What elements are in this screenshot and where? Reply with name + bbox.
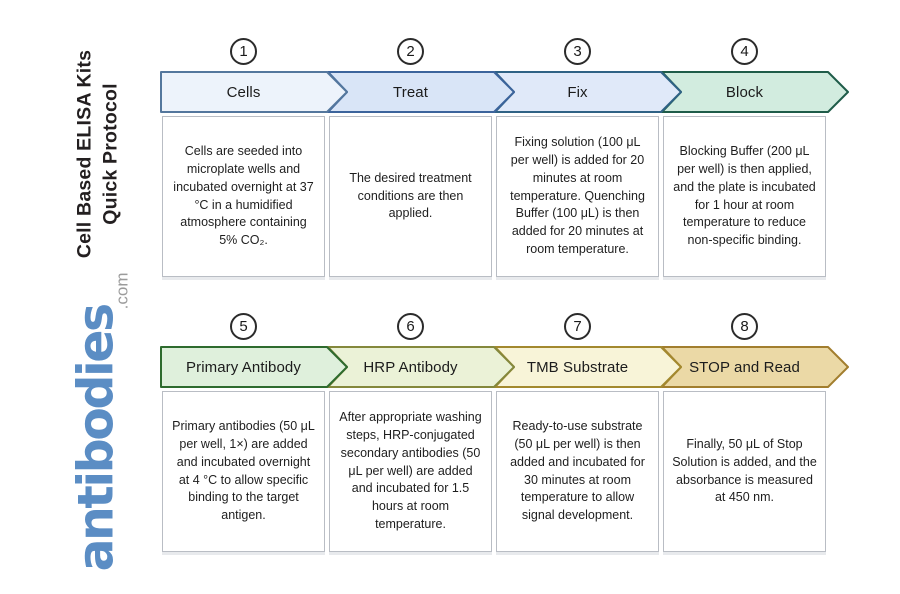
- step-7-number: 7: [573, 318, 582, 335]
- arrow-banner-shape: [160, 71, 348, 113]
- brand-logo-word: antibodies: [67, 305, 125, 572]
- step-4-number: 4: [740, 43, 749, 60]
- page-title: Cell Based ELISA Kits Quick Protocol: [72, 50, 123, 258]
- step-5-label: Primary Antibody: [186, 358, 301, 376]
- arrow-banner-shape: [160, 346, 348, 388]
- step-4-header: Block: [661, 71, 849, 113]
- brand-logo-suffix: .com: [112, 272, 132, 310]
- step-7-label: TMB Substrate: [526, 358, 629, 376]
- step-5-number-badge: 5: [230, 313, 257, 340]
- brand-logo: antibodies.com: [67, 268, 132, 572]
- step-1-header: Cells: [160, 71, 348, 113]
- step-1: 1 Cells Cells are seeded into microplate…: [160, 38, 348, 277]
- step-2-number-badge: 2: [397, 38, 424, 65]
- step-4: 4 Block Blocking Buffer (200 μL per well…: [661, 38, 849, 277]
- step-7-description: Ready-to-use substrate (50 μL per well) …: [496, 391, 659, 552]
- step-8-header: STOP and Read: [661, 346, 849, 388]
- step-5-header: Primary Antibody: [160, 346, 348, 388]
- step-6-number: 6: [406, 318, 415, 335]
- step-3-number-badge: 3: [564, 38, 591, 65]
- protocol-row-1: 1 Cells Cells are seeded into microplate…: [160, 38, 880, 277]
- step-2-label: Treat: [393, 83, 428, 101]
- step-1-description: Cells are seeded into microplate wells a…: [162, 116, 325, 277]
- step-7-header: TMB Substrate: [494, 346, 682, 388]
- step-5: 5 Primary Antibody Primary antibodies (5…: [160, 313, 348, 552]
- step-1-number: 1: [239, 43, 248, 60]
- step-5-number: 5: [239, 318, 248, 335]
- step-6-description: After appropriate washing steps, HRP-con…: [329, 391, 492, 552]
- step-3-number: 3: [573, 43, 582, 60]
- step-7-number-badge: 7: [564, 313, 591, 340]
- step-6-number-badge: 6: [397, 313, 424, 340]
- step-3-label: Fix: [567, 83, 588, 101]
- step-4-number-badge: 4: [731, 38, 758, 65]
- step-1-number-badge: 1: [230, 38, 257, 65]
- step-8-label: STOP and Read: [689, 358, 800, 376]
- step-7: 7 TMB Substrate Ready-to-use substrate (…: [494, 313, 682, 552]
- step-2-description: The desired treatment conditions are the…: [329, 116, 492, 277]
- step-5-description: Primary antibodies (50 μL per well, 1×) …: [162, 391, 325, 552]
- step-2: 2 Treat The desired treatment conditions…: [327, 38, 515, 277]
- step-4-label: Block: [725, 83, 764, 101]
- page-title-line2: Quick Protocol: [99, 83, 121, 225]
- step-8-number-badge: 8: [731, 313, 758, 340]
- step-6-header: HRP Antibody: [327, 346, 515, 388]
- step-6: 6 HRP Antibody After appropriate washing…: [327, 313, 515, 552]
- step-6-label: HRP Antibody: [363, 358, 458, 376]
- protocol-row-2: 5 Primary Antibody Primary antibodies (5…: [160, 313, 880, 552]
- step-8-number: 8: [740, 318, 749, 335]
- step-4-description: Blocking Buffer (200 μL per well) is the…: [663, 116, 826, 277]
- step-8: 8 STOP and Read Finally, 50 μL of Stop S…: [661, 313, 849, 552]
- page-title-line1: Cell Based ELISA Kits: [73, 49, 96, 259]
- step-2-number: 2: [406, 43, 415, 60]
- step-8-description: Finally, 50 μL of Stop Solution is added…: [663, 391, 826, 552]
- step-3: 3 Fix Fixing solution (100 μL per well) …: [494, 38, 682, 277]
- step-3-header: Fix: [494, 71, 682, 113]
- step-2-header: Treat: [327, 71, 515, 113]
- step-1-label: Cells: [226, 83, 261, 101]
- step-3-description: Fixing solution (100 μL per well) is add…: [496, 116, 659, 277]
- protocol-steps: 1 Cells Cells are seeded into microplate…: [160, 38, 880, 588]
